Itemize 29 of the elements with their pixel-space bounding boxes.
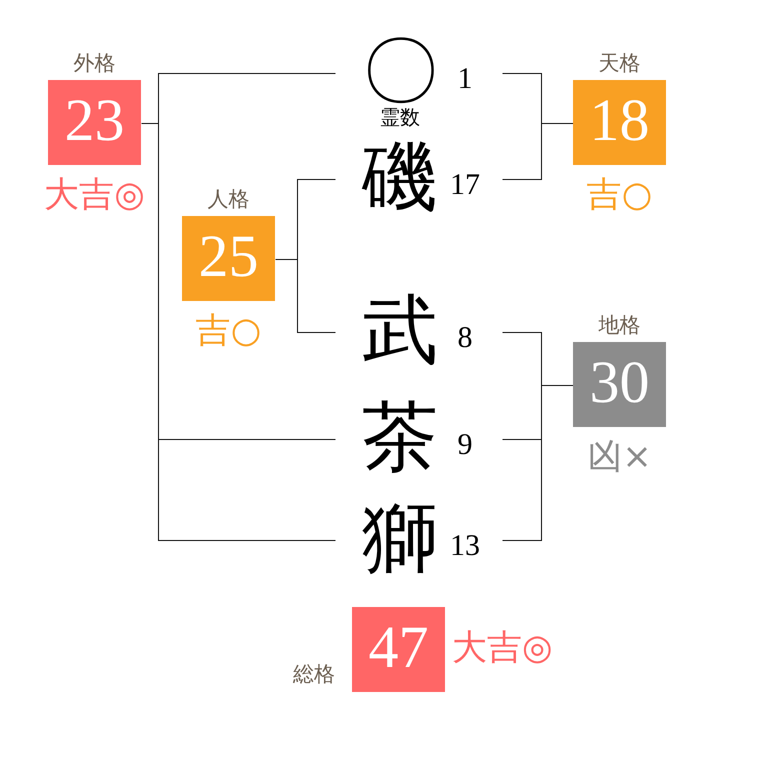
name-character: 〇 [362, 33, 438, 109]
stroke-count: 13 [450, 531, 480, 561]
grade-label: 総格 [293, 662, 335, 686]
name-character: 磯 [362, 139, 438, 215]
character-caption: 霊数 [380, 106, 420, 128]
fortune-label: 大吉◎ [452, 629, 553, 666]
connector-line [502, 123, 574, 180]
grade-label: 地格 [598, 314, 640, 337]
grade-label: 外格 [74, 52, 116, 75]
grade-label: 人格 [208, 188, 250, 211]
score-number: 30 [590, 352, 650, 412]
score-number: 25 [198, 226, 258, 286]
grade-label: 天格 [598, 52, 640, 75]
fortune-label: 吉○ [196, 313, 262, 350]
stroke-count: 17 [450, 170, 480, 200]
name-character: 武 [362, 292, 438, 368]
score-number: 47 [368, 616, 428, 676]
fortune-label: 吉○ [586, 177, 652, 214]
connector-line [502, 385, 574, 541]
name-character: 獅 [362, 500, 438, 576]
stroke-count: 1 [458, 64, 472, 94]
fortune-label: 大吉◎ [44, 177, 145, 214]
stroke-count: 9 [458, 430, 472, 460]
score-number: 23 [64, 90, 124, 150]
score-number: 18 [590, 90, 650, 150]
stroke-count: 8 [458, 323, 472, 353]
name-character: 茶 [362, 399, 438, 475]
connector-line [275, 259, 336, 333]
fortune-label: 凶× [587, 439, 652, 476]
